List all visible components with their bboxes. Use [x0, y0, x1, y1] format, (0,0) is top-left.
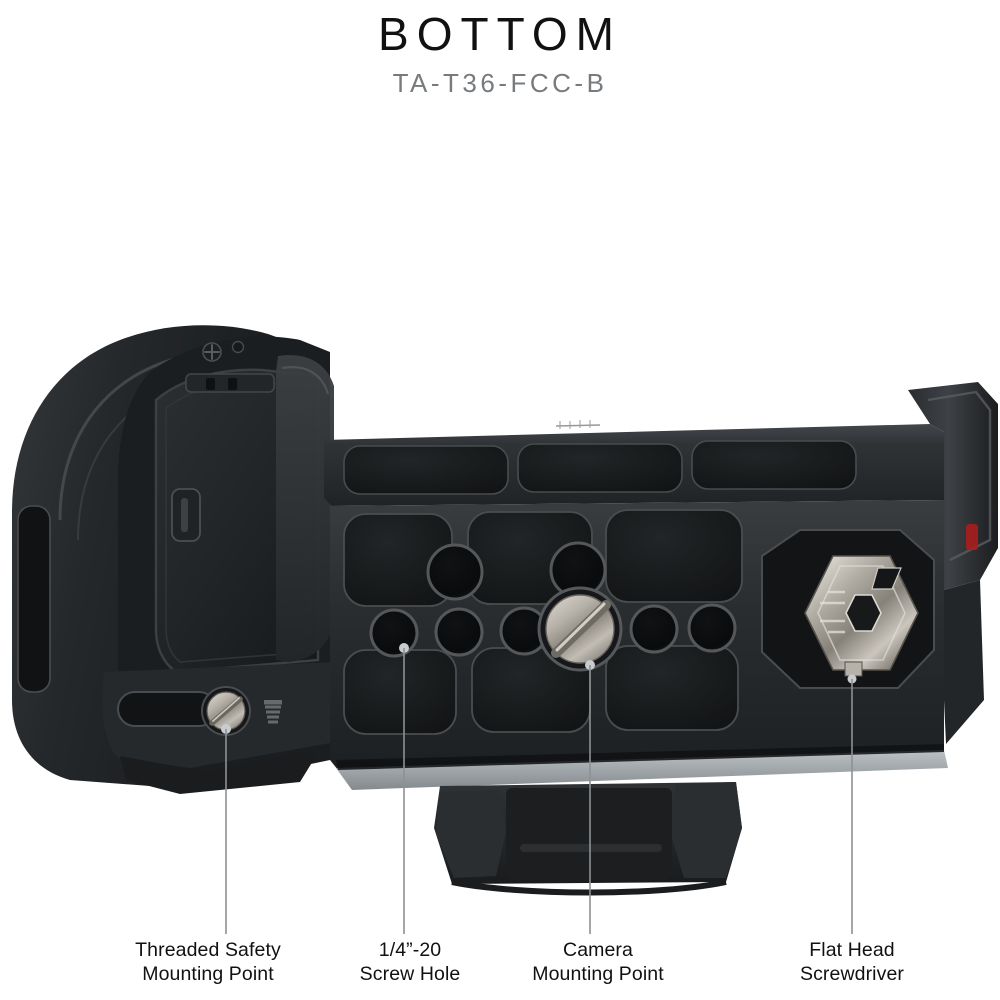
hand-grip: [276, 355, 334, 662]
top-recess-3: [691, 440, 857, 490]
model-number: TA-T36-FCC-B: [392, 68, 608, 98]
callout-label-camera-mounting-point: Camera Mounting Point: [470, 938, 726, 986]
callout-label-flat-head-screwdriver: Flat Head Screwdriver: [738, 938, 966, 986]
right-rail-lower: [944, 580, 984, 744]
rail-slot: [17, 505, 51, 693]
callout-line1: Flat Head: [809, 939, 895, 961]
top-recess-2: [517, 443, 683, 493]
tripod-foot-left-pad: [436, 790, 506, 878]
screw-hole-2: [434, 607, 484, 657]
mounting-hole-upper-1: [426, 543, 484, 601]
body-marker-dot: [231, 340, 245, 354]
plate-pocket-3: [605, 509, 743, 603]
screw-hole-4: [629, 604, 679, 654]
tripod-foot-seam: [520, 844, 662, 852]
screwdriver-hex-cutout: [845, 594, 882, 632]
flat-head-screwdriver: [804, 555, 919, 677]
threaded-safety-screw-slot-hl: [212, 697, 240, 722]
tripod-icon: [264, 700, 282, 724]
callout-line1: 1/4”-20: [378, 939, 442, 961]
battery-door-latch-slot: [181, 498, 188, 532]
callout-line2: Screwdriver: [799, 963, 905, 985]
callout-label-quarter-twenty-screw-hole: 1/4”-20 Screw Hole: [290, 938, 530, 986]
camera-mounting-screw-slot: [551, 600, 611, 658]
screwdriver-notch-cutout: [871, 567, 902, 590]
page-title: BOTTOM: [378, 8, 622, 60]
callout-line2: Mounting Point: [142, 963, 274, 985]
camera-mounting-screw-slot-hl: [555, 602, 606, 652]
tripod-foot-right-pad: [670, 782, 742, 878]
callout-line1: Camera: [563, 939, 633, 961]
plate-pocket-4: [343, 649, 457, 735]
threaded-safety-screw-slot: [209, 696, 243, 726]
top-recess-1: [343, 445, 509, 495]
screw-hole-5: [687, 603, 737, 653]
callout-line2: Mounting Point: [532, 963, 664, 985]
top-ridge-marks: [555, 424, 601, 427]
plate-pocket-6: [605, 645, 739, 731]
phillips-cross: [204, 344, 220, 360]
plate-bottom-edge: [336, 750, 948, 790]
screwdriver-blade-tab: [844, 661, 863, 677]
plate-bottom-shadow: [336, 744, 944, 770]
screwdriver-hex-inner: [817, 565, 906, 661]
screw-hole-1: [369, 608, 419, 658]
top-ridge-ticks: [559, 420, 591, 429]
camera-grip-foot: [120, 752, 316, 794]
right-rail-accent: [966, 524, 978, 550]
camera-body-group: [12, 325, 336, 794]
callout-line1: Threaded Safety: [135, 939, 281, 961]
callout-line2: Screw Hole: [359, 963, 461, 985]
grip-edge-highlight: [281, 366, 330, 395]
hinge-notch-2: [228, 378, 237, 390]
tripod-foot-center: [506, 788, 672, 880]
header: BOTTOM TA-T36-FCC-B: [0, 0, 1000, 98]
plate-underside-group: [336, 744, 948, 896]
callout-label-threaded-safety-mounting-point: Threaded Safety Mounting Point: [0, 938, 416, 986]
base-plate-group: [324, 382, 998, 770]
hinge-notch-1: [206, 378, 215, 390]
screwdriver-wrench-slots: [820, 590, 845, 634]
